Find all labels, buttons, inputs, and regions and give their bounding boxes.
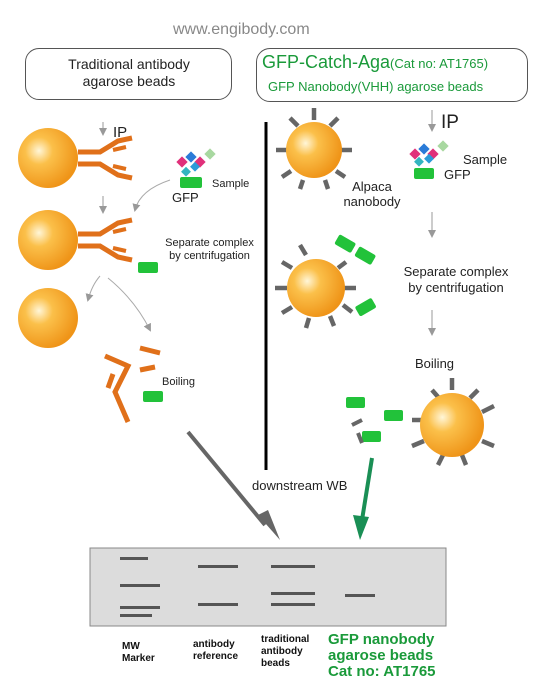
left-boiling-label: Boiling <box>162 376 196 388</box>
lane-2-label: antibody reference <box>193 639 238 663</box>
left-title-box <box>25 48 232 100</box>
right-gfp-label: GFP <box>444 167 471 182</box>
lane-1-line1: MW <box>122 641 140 652</box>
left-separate-line2: by centrifugation <box>169 250 250 262</box>
right-bead-3 <box>411 378 496 467</box>
right-separate-line1: Separate complex <box>403 264 509 279</box>
left-title: Traditional antibody agarose beads <box>25 56 233 90</box>
green-arrow <box>353 457 374 540</box>
right-sample <box>409 140 449 179</box>
lane-4-label: GFP nanobody agarose beads Cat no: AT176… <box>328 632 436 680</box>
left-sample <box>176 148 216 188</box>
right-title-cat: (Cat no: AT1765) <box>390 56 489 71</box>
left-ip-label: IP <box>113 124 128 141</box>
right-subtitle: GFP Nanobody(VHH) agarose beads <box>268 79 484 94</box>
lane-1-line2: Marker <box>122 653 155 664</box>
western-blot <box>89 547 447 627</box>
left-title-line2: agarose beads <box>82 73 176 89</box>
left-gfp-label: GFP <box>172 190 199 205</box>
left-separate-label: Separate complex by centrifugation <box>152 237 267 263</box>
left-separate-line1: Separate complex <box>165 237 254 249</box>
lane-2-line1: antibody <box>193 639 235 650</box>
lane-2-line2: reference <box>193 651 239 662</box>
right-ip-label: IP <box>441 112 459 133</box>
lane-3-line1: traditional <box>261 634 310 645</box>
right-free-gfp <box>346 397 403 444</box>
grey-arrow <box>186 430 280 540</box>
left-title-line1: Traditional antibody <box>68 56 190 72</box>
lane-1-label: MW Marker <box>122 641 155 665</box>
left-bead-2 <box>18 210 158 273</box>
right-title: GFP-Catch-Aga(Cat no: AT1765) <box>262 52 488 73</box>
left-free-antibody <box>104 345 161 423</box>
left-free-gfp <box>143 391 163 402</box>
right-separate-line2: by centrifugation <box>408 280 504 295</box>
lane-3-line2: antibody <box>261 646 303 657</box>
right-boiling-label: Boiling <box>415 356 455 371</box>
right-separate-label: Separate complex by centrifugation <box>386 264 526 296</box>
right-title-main: GFP-Catch-Aga <box>262 52 391 72</box>
lane-4-line1: GFP nanobody <box>328 631 435 648</box>
alpaca-line2: nanobody <box>343 194 401 209</box>
lane-3-line3: beads <box>261 658 290 669</box>
left-bead-3 <box>18 288 78 348</box>
right-bead-1 <box>276 108 352 190</box>
lane-4-line3: Cat no: AT1765 <box>328 663 436 680</box>
watermark: www.engibody.com <box>173 21 310 38</box>
right-title-box <box>256 48 528 102</box>
alpaca-label: Alpaca nanobody <box>336 179 408 209</box>
lane-3-label: traditional antibody beads <box>261 634 309 670</box>
left-bead-1 <box>18 128 133 188</box>
right-bead-2 <box>275 234 376 329</box>
left-sample-label: Sample <box>212 178 250 190</box>
right-sample-label: Sample <box>463 152 508 167</box>
lane-4-line2: agarose beads <box>328 647 434 664</box>
downstream-label: downstream WB <box>252 478 348 493</box>
alpaca-line1: Alpaca <box>352 179 392 194</box>
